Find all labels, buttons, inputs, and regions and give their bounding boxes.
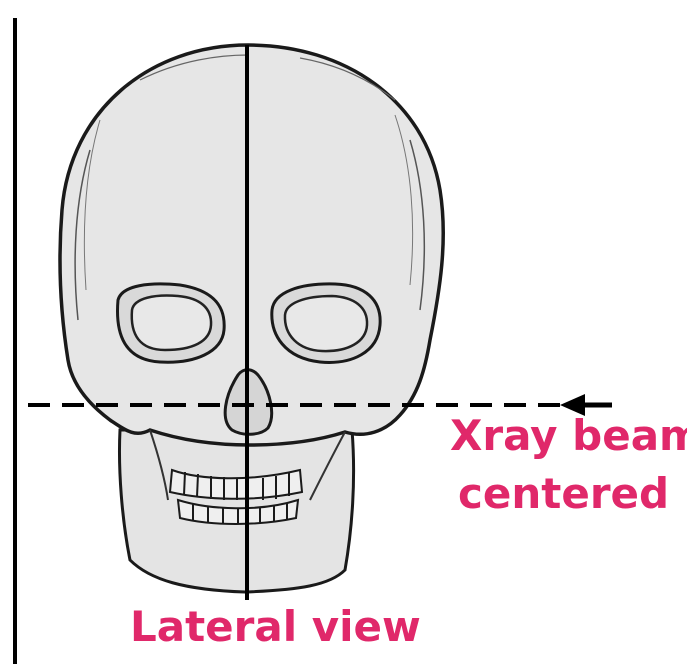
- skull-illustration: [60, 45, 443, 592]
- right-orbit: [272, 284, 380, 362]
- beam-label-line2: centered: [458, 473, 669, 515]
- view-label: Lateral view: [130, 606, 421, 648]
- beam-label-line1: Xray beam: [450, 415, 687, 457]
- left-orbit: [117, 284, 224, 362]
